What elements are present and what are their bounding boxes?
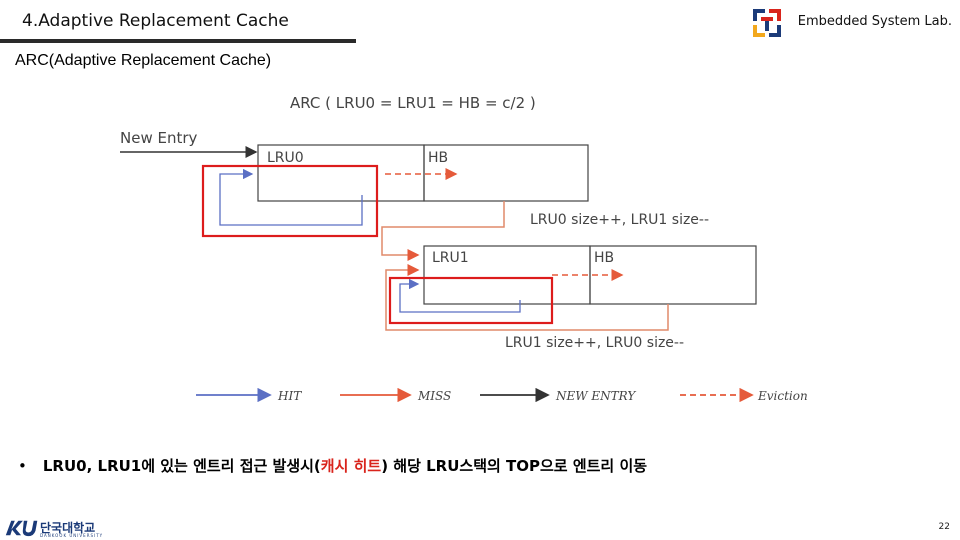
- new-entry-label: New Entry: [120, 129, 198, 147]
- highlight-box-top: [201, 164, 379, 238]
- legend-hit-label: HIT: [277, 389, 302, 403]
- page-number: 22: [938, 522, 950, 532]
- bullet-text-1: LRU0, LRU1에 있는 엔트리 접근 발생시(: [42, 457, 321, 475]
- legend-miss-label: MISS: [417, 389, 451, 403]
- miss-path-bottom: [385, 264, 669, 331]
- hb-top-label: HB: [428, 150, 448, 166]
- lab-name: Embedded System Lab.: [797, 14, 952, 29]
- university-name: 단국대학교: [40, 521, 96, 535]
- lru1-label: LRU1: [432, 250, 469, 266]
- highlight-box-bottom: [388, 276, 554, 325]
- bullet-highlight: 캐시 히트: [320, 457, 382, 475]
- section-subtitle: ARC(Adaptive Replacement Cache): [15, 52, 272, 69]
- legend-eviction-label: Eviction: [757, 389, 808, 403]
- hit-loop-top: [219, 168, 363, 226]
- lab-logo-icon: [753, 9, 781, 37]
- bullet-mark: •: [18, 457, 27, 475]
- slide-title: 4.Adaptive Replacement Cache: [22, 11, 289, 31]
- hb-bottom-box: [589, 245, 757, 305]
- hb-top-box: [423, 144, 589, 202]
- hb-bottom-label: HB: [594, 250, 614, 266]
- university-logo-icon: [5, 520, 38, 537]
- formula-label: ARC ( LRU0 = LRU1 = HB = c/2 ): [290, 94, 536, 112]
- note-lru1-increment: LRU1 size++, LRU0 size--: [505, 335, 684, 351]
- bullet-point: • LRU0, LRU1에 있는 엔트리 접근 발생시(캐시 히트) 해당 LRU…: [18, 455, 647, 476]
- lru0-label: LRU0: [267, 150, 304, 166]
- title-underline: [0, 39, 356, 43]
- legend-new-entry-label: NEW ENTRY: [555, 389, 636, 403]
- hit-loop-bottom: [399, 278, 521, 313]
- miss-path-top: [381, 201, 505, 261]
- note-lru0-increment: LRU0 size++, LRU1 size--: [530, 212, 709, 228]
- university-name-en: DANKOOK UNIVERSITY: [40, 533, 104, 538]
- bullet-text-2: ) 해당 LRU스택의 TOP으로 엔트리 이동: [381, 457, 648, 475]
